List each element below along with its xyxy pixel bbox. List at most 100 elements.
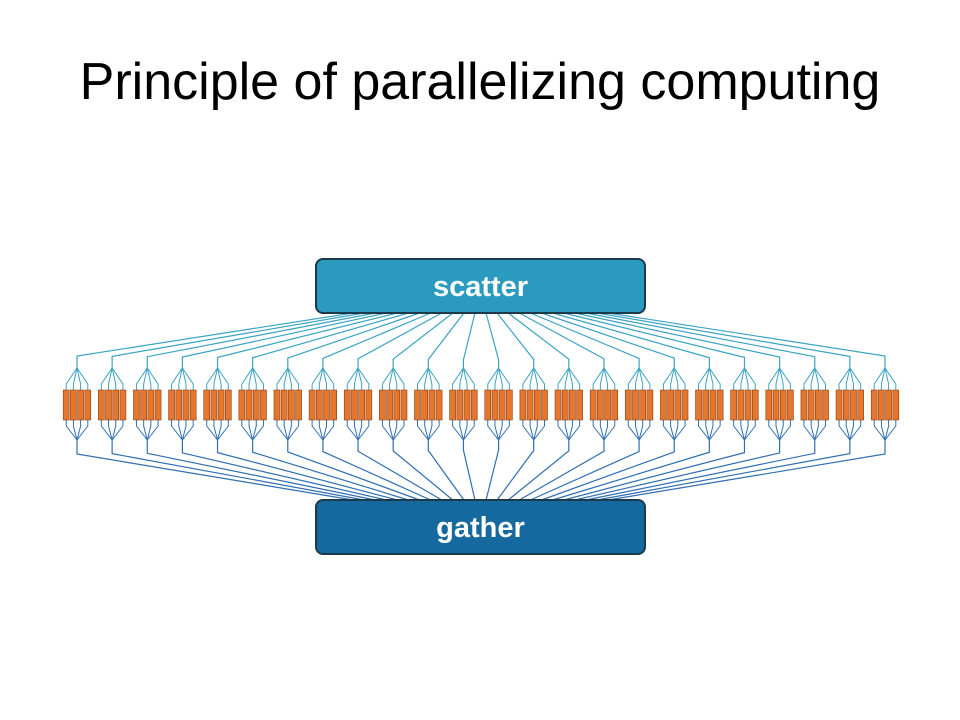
scatter-connections	[76, 312, 886, 368]
fan-out-line	[698, 367, 710, 390]
worker-groups	[62, 367, 900, 441]
fan-out-line	[673, 367, 679, 390]
fan-in-line	[494, 420, 500, 441]
fan-out-line	[213, 367, 219, 390]
fan-in-line	[849, 420, 862, 441]
scatter-line	[392, 312, 454, 368]
fan-in-line	[740, 420, 745, 441]
gather-line	[530, 440, 640, 501]
fan-out-line	[662, 367, 675, 390]
fan-in-line	[498, 420, 510, 441]
fan-in-line	[884, 420, 897, 441]
fan-in-line	[838, 420, 851, 441]
compute-unit	[112, 389, 120, 421]
fan-out-line	[810, 367, 816, 390]
worker-group	[519, 367, 548, 441]
fan-in-line	[564, 420, 570, 441]
fan-out-line	[638, 367, 644, 390]
fan-out-line	[599, 367, 605, 390]
fan-in-line	[873, 420, 886, 441]
fan-out-line	[146, 367, 152, 390]
fan-out-line	[427, 367, 433, 390]
compute-unit	[498, 389, 506, 421]
compute-unit	[252, 389, 260, 421]
compute-unit	[379, 389, 386, 421]
fan-out-line	[733, 367, 745, 390]
fan-in-line	[463, 420, 475, 441]
fan-in-line	[111, 420, 124, 441]
fan-in-line	[213, 420, 219, 441]
fan-in-line	[111, 420, 117, 441]
fan-out-line	[217, 367, 229, 390]
fan-in-line	[487, 420, 499, 441]
compute-unit	[77, 389, 84, 421]
fan-out-line	[248, 367, 254, 390]
fan-out-line	[814, 367, 819, 390]
fan-out-line	[111, 367, 117, 390]
fan-out-line	[283, 367, 289, 390]
fan-in-line	[318, 420, 324, 441]
fan-in-line	[673, 420, 686, 441]
fan-in-line	[708, 420, 721, 441]
fan-in-line	[135, 420, 148, 441]
fan-out-line	[417, 367, 429, 390]
fan-out-line	[252, 367, 264, 390]
fan-out-line	[638, 367, 651, 390]
gather-line	[146, 440, 376, 501]
scatter-line	[252, 312, 409, 368]
fan-out-line	[217, 367, 222, 390]
compute-unit	[835, 389, 843, 421]
scatter-line	[607, 312, 886, 368]
fan-in-line	[592, 420, 605, 441]
fan-in-line	[353, 420, 359, 441]
compute-unit	[541, 389, 548, 421]
fan-out-line	[533, 367, 538, 390]
fan-out-line	[462, 367, 468, 390]
fan-out-line	[849, 367, 862, 390]
fan-in-line	[181, 420, 194, 441]
worker-group	[98, 367, 127, 441]
fan-in-line	[638, 420, 651, 441]
compute-unit	[105, 389, 112, 421]
fan-out-line	[276, 367, 289, 390]
fan-in-line	[810, 420, 816, 441]
fan-in-line	[462, 420, 468, 441]
gather-line	[563, 440, 746, 501]
compute-unit	[737, 389, 745, 421]
fan-out-line	[178, 367, 183, 390]
fan-out-line	[603, 367, 616, 390]
compute-unit	[260, 389, 267, 421]
compute-unit	[597, 389, 604, 421]
fan-in-line	[311, 420, 324, 441]
compute-unit	[576, 389, 583, 421]
worker-group	[554, 367, 583, 441]
scatter-line	[563, 312, 746, 368]
worker-group	[273, 367, 302, 441]
compute-unit	[308, 389, 316, 421]
fan-in-line	[322, 420, 328, 441]
worker-group	[62, 367, 92, 441]
fan-in-line	[76, 420, 89, 441]
fan-out-line	[392, 367, 405, 390]
fan-in-line	[283, 420, 289, 441]
fan-out-line	[592, 367, 605, 390]
fan-out-line	[381, 367, 394, 390]
fan-in-line	[705, 420, 710, 441]
compute-unit	[295, 389, 302, 421]
worker-group	[449, 367, 478, 441]
fan-in-line	[557, 420, 570, 441]
compute-unit	[695, 389, 702, 421]
compute-unit	[751, 389, 759, 421]
compute-unit	[414, 389, 421, 421]
fan-in-line	[880, 420, 886, 441]
worker-group	[800, 367, 829, 441]
fan-in-line	[845, 420, 851, 441]
fan-in-line	[603, 420, 609, 441]
fan-in-line	[634, 420, 640, 441]
fan-in-line	[627, 420, 640, 441]
compute-unit	[870, 389, 878, 421]
compute-unit	[765, 389, 773, 421]
fan-in-line	[814, 420, 819, 441]
worker-group	[870, 367, 900, 441]
